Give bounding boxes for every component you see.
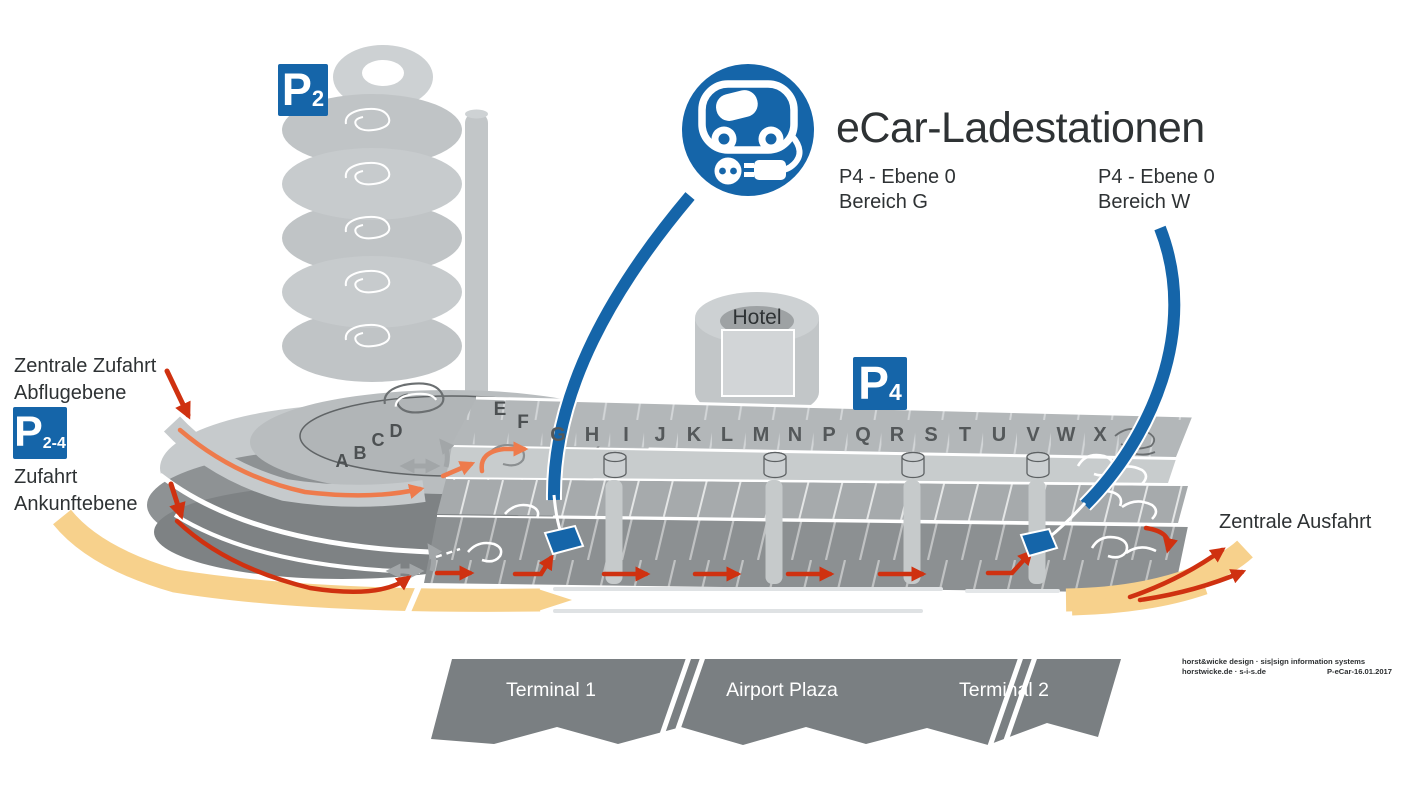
deck-letter-r: R	[889, 424, 905, 446]
deck-letter-j: J	[654, 424, 666, 446]
route-arrivals-arrows	[164, 368, 1247, 603]
terminal-label-2: Terminal 2	[959, 679, 1049, 701]
credits-line1: horst&wicke design · sis|sign informatio…	[1182, 657, 1366, 666]
deck-letter-e: E	[493, 399, 507, 420]
terminal-label-plaza: Airport Plaza	[726, 679, 838, 701]
gray-flow-arrows	[385, 438, 461, 579]
route-departures-arrows	[177, 427, 529, 499]
label-central-entry: Zentrale Zufahrt Abflugebene	[14, 355, 157, 404]
deck-letter-h: H	[584, 424, 600, 446]
deck-letter-n: N	[787, 424, 803, 446]
station-info-w: P4 - Ebene 0 Bereich W	[1098, 165, 1215, 215]
deck-letter-m: M	[752, 424, 770, 446]
credits-line2-left: horstwicke.de · s-i-s.de	[1182, 666, 1266, 676]
deck-letter-b: B	[353, 443, 367, 463]
deck-letter-g: G	[550, 424, 566, 446]
station-w-level: P4 - Ebene 0	[1098, 166, 1215, 188]
label-entry-arrivals: Zufahrt Ankunftebene	[14, 466, 138, 515]
station-g-area: Bereich G	[839, 191, 928, 213]
deck-letter-u: U	[991, 424, 1007, 446]
deck-letter-q: Q	[855, 424, 871, 446]
deck-letter-s: S	[924, 424, 938, 446]
terminal-banner	[431, 656, 1121, 747]
station-g-level: P4 - Ebene 0	[839, 166, 956, 188]
deck-letter-i: I	[623, 424, 629, 446]
station-w-area: Bereich W	[1098, 191, 1191, 213]
hotel-label: Hotel	[732, 306, 782, 329]
lift-shaft-icons	[603, 451, 1050, 479]
deck-letter-x: X	[1093, 424, 1107, 446]
deck-letter-l: L	[720, 424, 734, 446]
credits-line2-right: P-eCar-16.01.2017	[1326, 666, 1392, 676]
deck-letter-w: W	[1056, 424, 1076, 446]
credits: horst&wicke design · sis|sign informatio…	[1182, 657, 1392, 677]
label-central-exit: Zentrale Ausfahrt	[1219, 511, 1372, 533]
ecar-icon	[682, 64, 814, 196]
charging-spot-g	[543, 524, 585, 556]
charging-spot-w	[1019, 527, 1059, 558]
deck-letter-p: P	[822, 424, 836, 446]
terminal-label-1: Terminal 1	[506, 679, 596, 701]
deck-letter-v: V	[1026, 424, 1040, 446]
page-title: eCar-Ladestationen	[836, 104, 1205, 152]
deck-letter-k: K	[686, 424, 702, 446]
deck-letter-d: D	[389, 421, 403, 441]
station-info-g: P4 - Ebene 0 Bereich G	[839, 165, 956, 215]
deck-letter-f: F	[517, 412, 529, 433]
deck-letter-t: T	[958, 424, 972, 446]
deck-letter-a: A	[335, 451, 349, 471]
deck-letter-c: C	[371, 430, 385, 450]
